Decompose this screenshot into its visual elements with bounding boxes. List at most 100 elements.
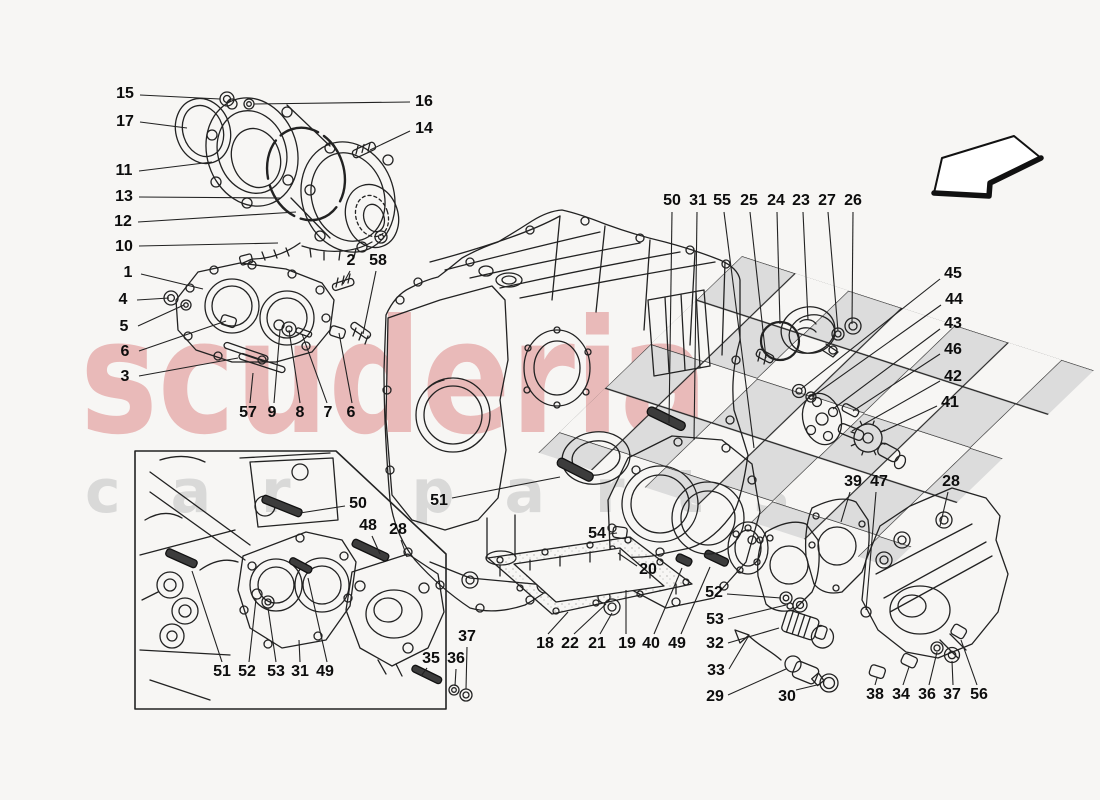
part-label-21-42: 21 (588, 635, 606, 652)
part-label-15-0: 15 (116, 85, 134, 102)
part-label-40-44: 40 (642, 635, 660, 652)
leader-line-34-53 (902, 666, 910, 686)
leader-line-52-46 (726, 593, 782, 599)
leader-line-37-67 (465, 646, 468, 690)
part-label-52-61: 52 (238, 663, 256, 680)
part-label-14-3: 14 (415, 120, 433, 137)
leader-line-32-48 (727, 627, 780, 644)
part-label-12-6: 12 (114, 213, 132, 230)
leader-line-6-11 (138, 320, 227, 352)
part-label-51-60: 51 (213, 663, 231, 680)
part-label-26-27: 26 (844, 192, 862, 209)
leader-line-42-32 (851, 380, 941, 432)
part-label-37-55: 37 (943, 686, 961, 703)
leader-line-52-61 (248, 598, 257, 663)
leader-line-23-25 (802, 211, 809, 321)
leader-line-1-8 (140, 273, 204, 290)
leader-line-12-6 (137, 211, 297, 223)
leader-line-50-20 (668, 211, 673, 424)
inset-box (134, 450, 473, 710)
part-label-19-43: 19 (618, 635, 636, 652)
part-label-54-38: 54 (588, 525, 606, 542)
part-label-45-28: 45 (944, 265, 962, 282)
part-label-56-56: 56 (970, 686, 988, 703)
leader-line-51-60 (191, 570, 223, 663)
part-label-55-22: 55 (713, 192, 731, 209)
leader-line-50-57 (299, 505, 346, 514)
part-label-25-23: 25 (740, 192, 758, 209)
part-label-17-2: 17 (116, 113, 134, 130)
part-label-37-67: 37 (458, 628, 476, 645)
leader-line-46-31 (852, 353, 941, 412)
part-label-6-19: 6 (346, 404, 356, 421)
leader-line-5-10 (137, 304, 185, 327)
part-label-48-58: 48 (359, 517, 377, 534)
leader-line-38-52 (874, 677, 878, 686)
diff-carrier-assembly (174, 91, 400, 266)
part-label-8-17: 8 (295, 404, 305, 421)
leader-line-8-17 (288, 329, 301, 404)
part-label-3-12: 3 (120, 368, 130, 385)
part-label-36-54: 36 (918, 686, 936, 703)
leader-line-10-7 (138, 242, 279, 247)
leader-line-49-45 (680, 566, 711, 635)
part-label-44-29: 44 (945, 291, 963, 308)
leader-line-49-64 (307, 577, 328, 663)
part-label-49-64: 49 (316, 663, 334, 680)
part-label-10-7: 10 (115, 238, 133, 255)
part-label-16-1: 16 (415, 93, 433, 110)
leader-line-56-56 (960, 639, 978, 686)
part-label-28-36: 28 (942, 473, 960, 490)
side-cover-assembly (163, 260, 372, 374)
part-label-5-10: 5 (119, 318, 129, 335)
part-label-1-8: 1 (123, 264, 133, 281)
part-label-51-37: 51 (430, 492, 448, 509)
leader-line-47-35 (865, 491, 877, 611)
leader-line-30-51 (795, 683, 822, 691)
leader-line-48-58 (371, 535, 381, 555)
part-label-52-46: 52 (705, 584, 723, 601)
part-label-50-20: 50 (663, 192, 681, 209)
leader-line-15-0 (139, 94, 221, 100)
part-label-13-5: 13 (115, 188, 133, 205)
leader-line-37-55 (951, 660, 954, 686)
leader-line-55-22 (723, 211, 755, 449)
leader-line-25-23 (749, 211, 767, 359)
leader-line-3-12 (138, 357, 239, 377)
sump-gasket (487, 536, 693, 615)
part-label-38-52: 38 (866, 686, 884, 703)
part-label-42-32: 42 (944, 368, 962, 385)
leader-line-2-13 (342, 270, 351, 285)
part-label-31-21: 31 (689, 192, 707, 209)
leader-line-17-2 (139, 121, 188, 129)
part-label-22-41: 22 (561, 635, 579, 652)
leader-line-29-50 (727, 668, 787, 696)
leader-line-58-14 (362, 270, 377, 335)
part-label-53-47: 53 (706, 611, 724, 628)
leader-line-31-21 (693, 211, 698, 441)
part-label-31-63: 31 (291, 663, 309, 680)
part-label-11-4: 11 (115, 162, 133, 179)
leader-line-18-40 (547, 611, 569, 635)
part-label-46-31: 46 (944, 341, 962, 358)
leader-line-36-66 (454, 668, 457, 687)
leader-line-27-26 (827, 211, 839, 332)
part-label-6-11: 6 (120, 343, 130, 360)
leader-line-24-24 (776, 211, 781, 325)
leader-line-39-34 (840, 491, 851, 523)
leader-line-35-65 (420, 667, 428, 677)
part-label-9-16: 9 (267, 404, 277, 421)
leader-line-51-37 (451, 476, 561, 499)
leader-line-43-30 (832, 328, 941, 410)
leader-line-26-27 (851, 211, 854, 325)
part-label-53-62: 53 (267, 663, 285, 680)
leader-line-28-36 (939, 491, 949, 527)
part-label-35-65: 35 (422, 650, 440, 667)
leader-line-31-63 (298, 639, 301, 663)
part-label-29-50: 29 (706, 688, 724, 705)
part-label-47-35: 47 (870, 473, 888, 490)
part-label-28-59: 28 (389, 521, 407, 538)
leader-line-54-38 (608, 532, 618, 535)
